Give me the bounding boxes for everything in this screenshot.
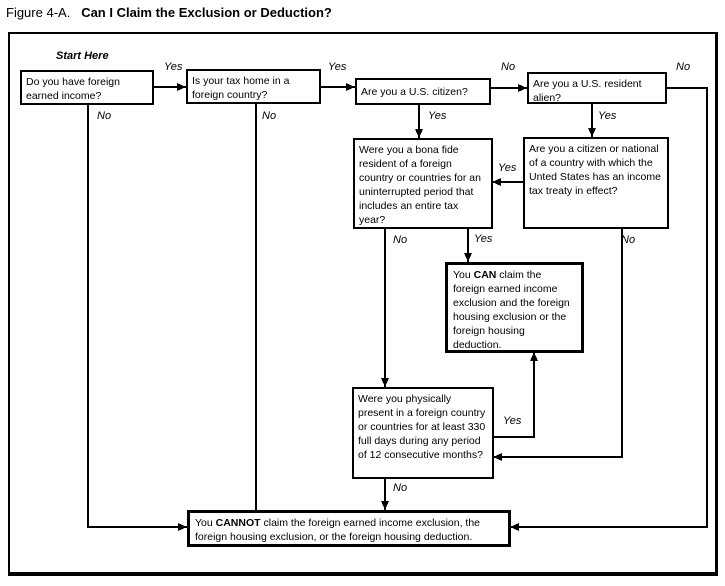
node-foreign-income: Do you have foreign earned income? xyxy=(20,70,154,105)
node-result-cannot: You CANNOT claim the foreign earned inco… xyxy=(187,510,511,547)
edge-physical-yes-can xyxy=(493,352,538,438)
figure-title: Figure 4-A. Can I Claim the Exclusion or… xyxy=(6,5,332,20)
edge-treaty-no-physical xyxy=(493,228,623,461)
edge-alien-no-cannot xyxy=(510,87,708,531)
edge-label-yes-bonafide-can: Yes xyxy=(474,233,493,245)
cannot-text-post: claim the foreign earned income exclusio… xyxy=(195,517,481,543)
cannot-text-pre: You xyxy=(195,517,216,529)
can-keyword: CAN xyxy=(473,269,497,281)
edge-label-no-below-physical: No xyxy=(393,482,408,494)
figure-title-prefix: Figure 4-A. xyxy=(6,5,71,20)
cannot-keyword: CANNOT xyxy=(215,517,261,529)
edge-label-yes-income-taxhome: Yes xyxy=(164,61,183,73)
edge-label-no-below-bonafide: No xyxy=(393,234,408,246)
edge-label-yes-taxhome-citizen: Yes xyxy=(328,61,347,73)
figure-title-main: Can I Claim the Exclusion or Deduction? xyxy=(81,5,332,20)
start-here-label: Start Here xyxy=(56,50,109,62)
edge-label-no-below-income: No xyxy=(97,110,112,122)
edge-label-no-below-treaty: No xyxy=(621,234,636,246)
can-text-post: claim the foreign earned income exclusio… xyxy=(453,269,570,351)
node-tax-home: Is your tax home in a foreign country? xyxy=(186,69,321,104)
node-us-citizen: Are you a U.S. citizen? xyxy=(355,78,491,105)
node-treaty: Are you a citizen or national of a count… xyxy=(523,137,669,229)
edge-label-yes-treaty-bonafide: Yes xyxy=(498,162,517,174)
node-physical-presence: Were you physically present in a foreign… xyxy=(352,387,494,479)
edge-label-yes-below-alien: Yes xyxy=(598,110,617,122)
edge-label-yes-below-citizen: Yes xyxy=(428,110,447,122)
edge-label-no-citizen-alien: No xyxy=(501,61,516,73)
can-text-pre: You xyxy=(453,269,474,281)
flowchart-border xyxy=(8,32,718,576)
edge-label-no-below-taxhome: No xyxy=(262,110,277,122)
node-result-can: You CAN claim the foreign earned income … xyxy=(445,262,584,353)
edge-income-no-cannot xyxy=(87,104,187,531)
node-bona-fide: Were you a bona fide resident of a forei… xyxy=(353,138,493,229)
edge-label-no-alien-right: No xyxy=(676,61,691,73)
node-resident-alien: Are you a U.S. resident alien? xyxy=(527,72,667,104)
edge-label-yes-physical-can: Yes xyxy=(503,415,522,427)
